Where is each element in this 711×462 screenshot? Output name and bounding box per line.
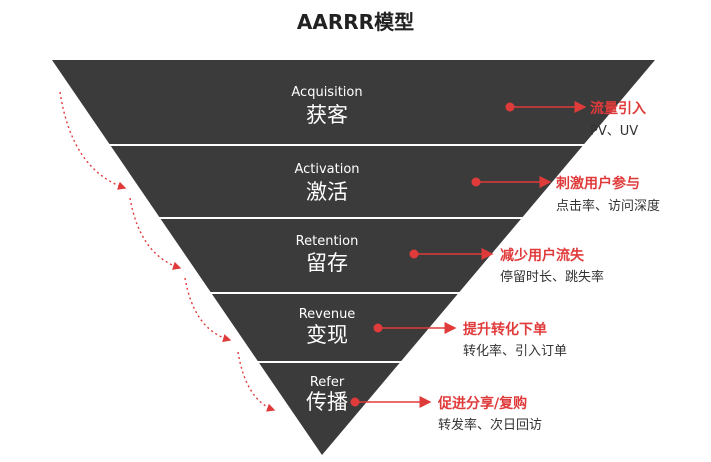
annotation-title: 减少用户流失: [500, 247, 585, 264]
level-label-cn: 获客: [306, 103, 348, 127]
flow-curve-arrow: [129, 197, 182, 270]
level-label-en: Refer: [310, 375, 345, 390]
annotation-dot: [350, 397, 360, 407]
flow-curve-arrow: [237, 351, 276, 412]
annotation-dot: [471, 177, 481, 187]
annotation-title: 流量引入: [590, 100, 646, 117]
annotation-subtitle: 点击率、访问深度: [556, 198, 660, 214]
level-label-cn: 变现: [306, 323, 348, 347]
annotation-title: 提升转化下单: [463, 321, 547, 338]
annotation-title: 促进分享/复购: [437, 395, 527, 412]
funnel-shape: [52, 60, 655, 455]
annotation-subtitle: 停留时长、跳失率: [500, 269, 604, 285]
level-label-en: Acquisition: [291, 85, 362, 100]
annotation-dot: [409, 249, 419, 259]
level-label-cn: 传播: [306, 390, 348, 414]
annotation-subtitle: PV、UV: [590, 124, 638, 139]
annotation-subtitle: 转发率、次日回访: [438, 417, 542, 433]
level-label-en: Retention: [296, 234, 359, 249]
annotation-subtitle: 转化率、引入订单: [463, 343, 567, 359]
annotation-dot: [373, 323, 383, 333]
annotation-dot: [505, 102, 515, 112]
flow-curve-arrow: [59, 91, 127, 190]
flow-curve-arrow: [184, 277, 232, 343]
level-label-cn: 留存: [306, 251, 348, 275]
level-label-en: Activation: [294, 162, 359, 177]
level-label-en: Revenue: [299, 307, 356, 322]
diagram-title: AARRR模型: [296, 10, 415, 34]
annotation-title: 刺激用户参与: [556, 175, 640, 192]
level-label-cn: 激活: [306, 180, 348, 204]
